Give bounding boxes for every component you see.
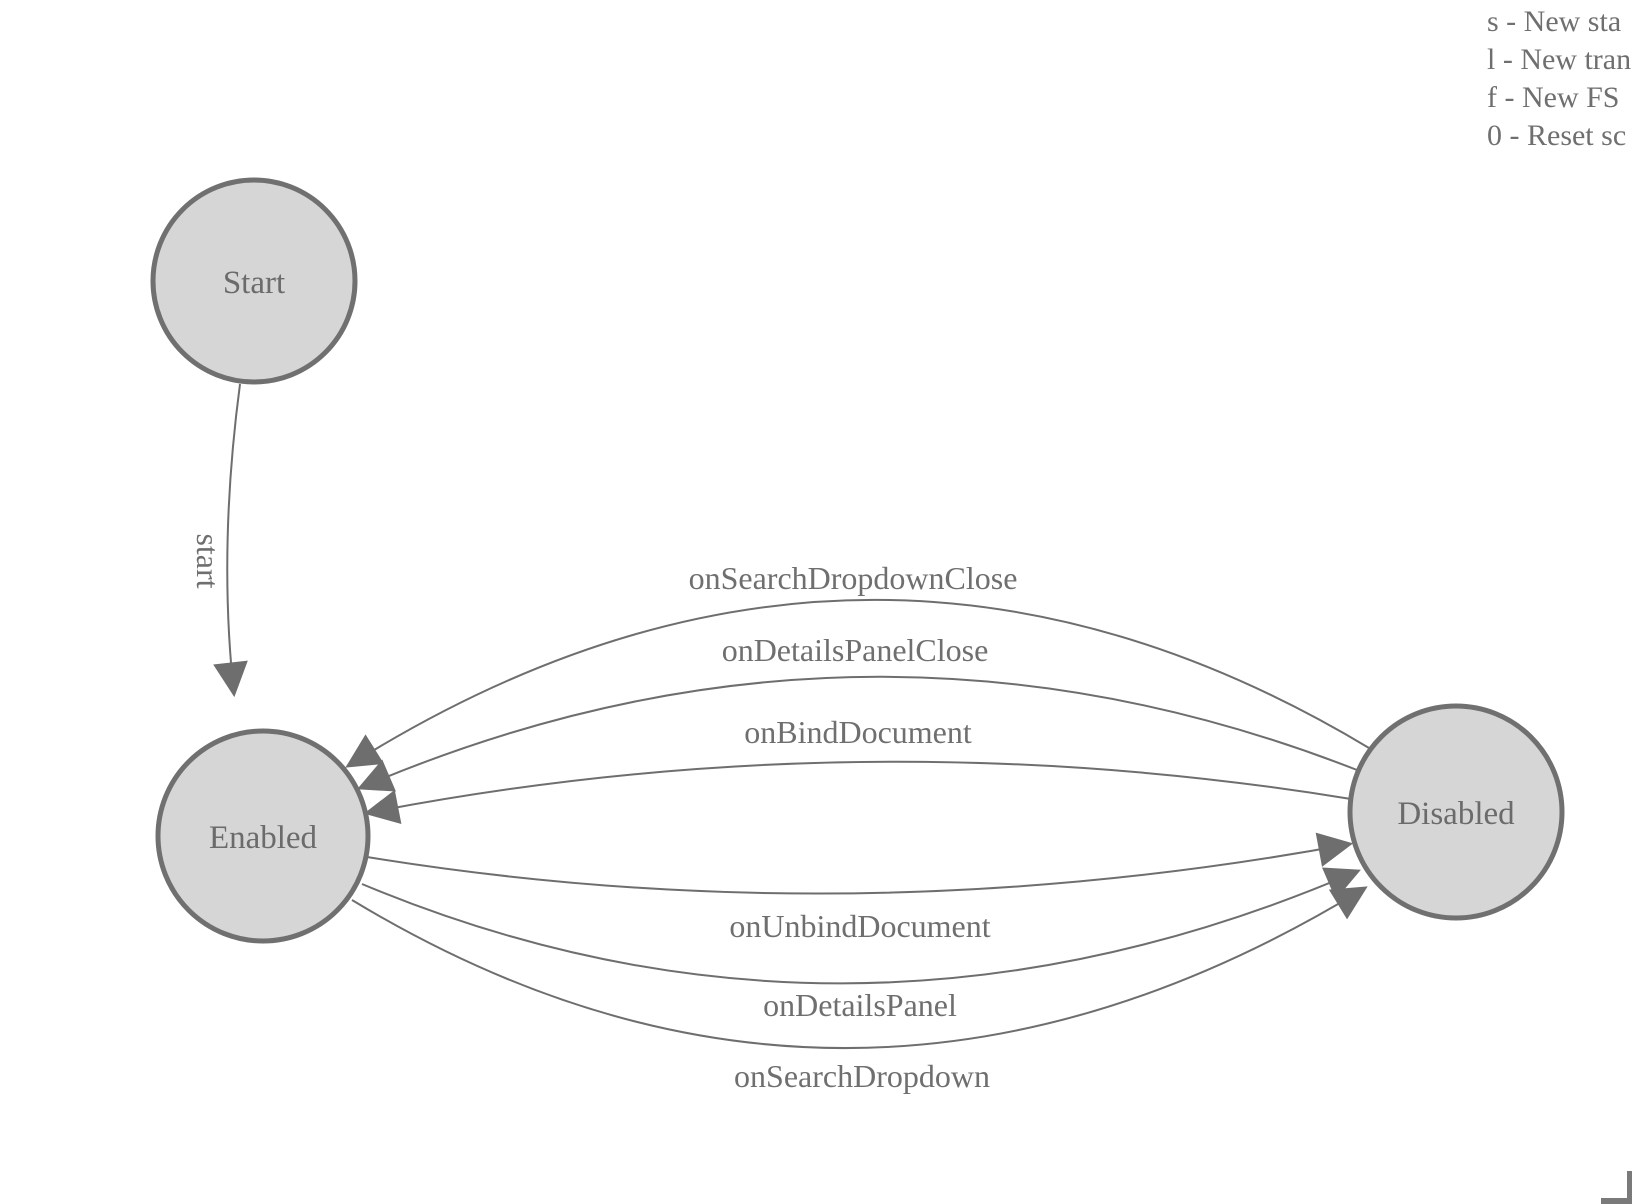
shortcuts-legend: s - New sta l - New tran f - New FS 0 - … bbox=[1487, 3, 1631, 155]
edge-onDetailsPanelClose-curve[interactable] bbox=[357, 675, 1358, 792]
node-start-label: Start bbox=[223, 265, 285, 301]
edge-start-curve[interactable] bbox=[213, 383, 248, 698]
edge-onDetailsPanel: onDetailsPanel bbox=[361, 867, 1361, 1023]
edge-onSearchDropdownClose-curve[interactable] bbox=[345, 599, 1370, 768]
edge-start: start bbox=[190, 383, 248, 698]
shortcut-new-fsm: f - New FS bbox=[1487, 81, 1620, 114]
edge-onDetailsPanel-label: onDetailsPanel bbox=[763, 987, 957, 1023]
shortcut-new-transition: l - New tran bbox=[1487, 43, 1632, 76]
node-enabled: Enabled bbox=[155, 728, 371, 944]
edge-onSearchDropdownClose-label: onSearchDropdownClose bbox=[689, 560, 1018, 596]
edge-onDetailsPanel-curve[interactable] bbox=[361, 867, 1361, 985]
node-disabled: Disabled bbox=[1347, 703, 1565, 921]
edge-onUnbindDocument-curve[interactable] bbox=[366, 832, 1354, 895]
edge-onBindDocument-label: onBindDocument bbox=[744, 714, 972, 750]
node-enabled-label: Enabled bbox=[209, 820, 318, 856]
node-disabled-label: Disabled bbox=[1397, 796, 1515, 832]
node-disabled-circle[interactable] bbox=[1347, 703, 1565, 921]
edge-onSearchDropdown-curve[interactable] bbox=[351, 886, 1368, 1049]
shortcut-new-state: s - New sta bbox=[1487, 5, 1622, 38]
edge-onSearchDropdownClose: onSearchDropdownClose bbox=[345, 560, 1370, 768]
edge-start-label: start bbox=[190, 533, 226, 588]
edge-onSearchDropdown-label: onSearchDropdown bbox=[734, 1058, 990, 1094]
shortcut-reset: 0 - Reset sc bbox=[1487, 119, 1627, 152]
node-start: Start bbox=[150, 177, 358, 385]
edge-onUnbindDocument: onUnbindDocument bbox=[366, 832, 1354, 944]
edge-onBindDocument-curve[interactable] bbox=[363, 760, 1352, 825]
edge-onUnbindDocument-label: onUnbindDocument bbox=[729, 908, 990, 944]
edge-onDetailsPanelClose-label: onDetailsPanelClose bbox=[722, 632, 989, 668]
canvas-corner-horizontal-mark bbox=[1601, 1198, 1632, 1204]
node-enabled-circle[interactable] bbox=[155, 728, 371, 944]
edge-onBindDocument: onBindDocument bbox=[363, 714, 1352, 825]
node-start-circle[interactable] bbox=[150, 177, 358, 385]
edge-onSearchDropdown: onSearchDropdown bbox=[351, 886, 1368, 1094]
canvas-corner-vertical-mark bbox=[1627, 1171, 1632, 1204]
edge-onDetailsPanelClose: onDetailsPanelClose bbox=[357, 632, 1358, 792]
